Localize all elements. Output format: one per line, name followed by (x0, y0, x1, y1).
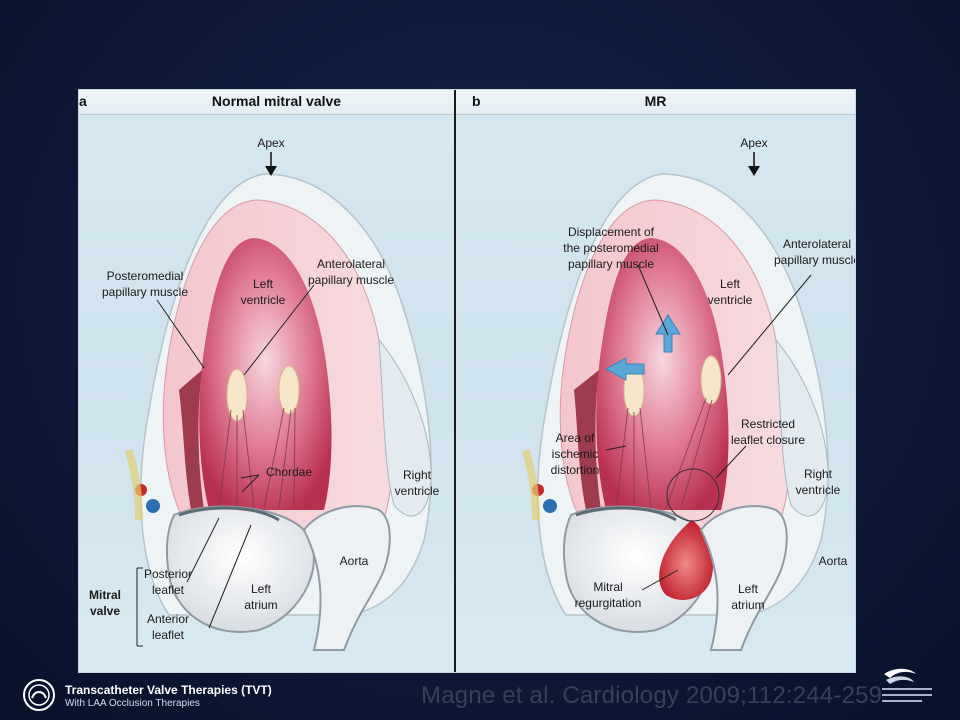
ischemic-label-b: Area of ischemic distortion (550, 431, 600, 477)
figure: a Normal mitral valve Apex Posteromedial… (78, 89, 856, 673)
displacement-label-b: Displacement of the posteromedial papill… (563, 225, 659, 271)
left-atrium-label-a: Left atrium (244, 582, 278, 612)
panel-b-header: b MR (456, 90, 855, 115)
restricted-label-b: Restricted leaflet closure (730, 417, 806, 447)
mitral-regurgitation-label-b: Mitral regurgitation (574, 580, 642, 610)
right-ventricle-label-a: Right ventricle (394, 468, 440, 498)
mitral-valve-label-a: Mitral valve (88, 588, 121, 618)
left-ventricle-label-a: Left ventricle (240, 277, 286, 307)
aorta-label-b: Aorta (818, 554, 848, 568)
anterolateral-label-b: Anterolateral papillary muscle (773, 237, 855, 267)
panel-a-letter: a (79, 93, 87, 109)
tvt-logo-icon (23, 679, 55, 711)
left-atrium-label-b: Left atrium (731, 582, 765, 612)
society-logo-icon (882, 668, 932, 702)
citation: Magne et al. Cardiology 2009;112:244-259 (421, 682, 883, 709)
aorta-label-a: Aorta (339, 554, 369, 568)
panel-mr: b MR Apex Displacement of the posteromed… (456, 90, 855, 672)
normal-heart-illustration (125, 152, 432, 651)
left-ventricle-label-b: Left ventricle (707, 277, 753, 307)
anterolateral-label-a: Anterolateral papillary muscle (307, 257, 395, 287)
panel-normal: a Normal mitral valve Apex Posteromedial… (79, 90, 454, 672)
apex-label-b: Apex (740, 136, 768, 150)
right-ventricle-label-b: Right ventricle (795, 467, 841, 497)
apex-label-a: Apex (257, 136, 285, 150)
footer-subtitle: With LAA Occlusion Therapies (65, 698, 200, 709)
panel-a-title: Normal mitral valve (211, 93, 342, 109)
panel-b-title: MR (644, 93, 667, 109)
posteromedial-label-a: Posteromedial papillary muscle (101, 269, 189, 299)
chordae-label-a: Chordae (265, 465, 313, 479)
anterior-leaflet-label-a: Anterior leaflet (146, 612, 190, 642)
posterior-leaflet-label-a: Posterior leaflet (143, 567, 193, 597)
panel-b-letter: b (472, 93, 481, 109)
panel-divider (454, 90, 456, 672)
mr-heart-illustration (522, 152, 829, 651)
footer-title: Transcatheter Valve Therapies (TVT) (65, 683, 272, 697)
panel-a-header: a Normal mitral valve (79, 90, 454, 115)
